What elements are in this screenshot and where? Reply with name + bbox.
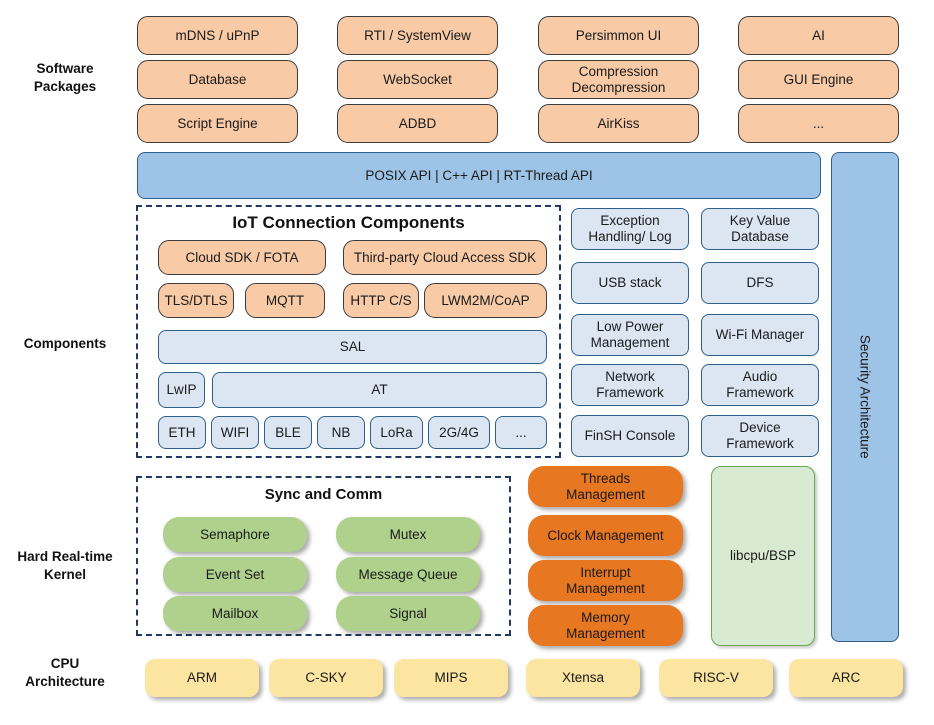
iot-mqtt[interactable]: MQTT — [245, 283, 325, 318]
kernel-mutex[interactable]: Mutex — [336, 517, 480, 552]
package-ai[interactable]: AI — [738, 16, 899, 55]
component-device-framework[interactable]: Device Framework — [701, 415, 819, 457]
package-rti-systemview[interactable]: RTI / SystemView — [337, 16, 498, 55]
iot-at[interactable]: AT — [212, 372, 547, 408]
api-bar[interactable]: POSIX API | C++ API | RT-Thread API — [137, 152, 821, 199]
iot-link-2g-4g[interactable]: 2G/4G — [428, 416, 490, 449]
iot-tls-dtls[interactable]: TLS/DTLS — [158, 283, 234, 318]
iot-link-eth[interactable]: ETH — [158, 416, 206, 449]
component-low-power-management[interactable]: Low Power Management — [571, 314, 689, 356]
kernel-signal[interactable]: Signal — [336, 596, 480, 631]
package-database[interactable]: Database — [137, 60, 298, 99]
component-audio-framework[interactable]: Audio Framework — [701, 364, 819, 406]
cpu-arch-risc-v[interactable]: RISC-V — [659, 659, 773, 697]
security-architecture-bar[interactable]: Security Architecture — [831, 152, 899, 642]
package-script-engine[interactable]: Script Engine — [137, 104, 298, 143]
package-gui-engine[interactable]: GUI Engine — [738, 60, 899, 99]
kernel-threads-management[interactable]: Threads Management — [528, 466, 683, 507]
iot-third-party-cloud-access-sdk[interactable]: Third-party Cloud Access SDK — [343, 240, 547, 275]
cpu-arch-c-sky[interactable]: C-SKY — [269, 659, 383, 697]
iot-http-cs[interactable]: HTTP C/S — [343, 283, 419, 318]
iot-link-lora[interactable]: LoRa — [370, 416, 423, 449]
component-exception-handling-log[interactable]: Exception Handling/ Log — [571, 208, 689, 250]
package-adbd[interactable]: ADBD — [337, 104, 498, 143]
component-network-framework[interactable]: Network Framework — [571, 364, 689, 406]
iot-link-nb[interactable]: NB — [317, 416, 365, 449]
iot-lwip[interactable]: LwIP — [158, 372, 205, 408]
component-dfs[interactable]: DFS — [701, 262, 819, 304]
cpu-arch-xtensa[interactable]: Xtensa — [526, 659, 640, 697]
iot-connection-components-group — [136, 205, 561, 458]
libcpu-bsp[interactable]: libcpu/BSP — [711, 466, 815, 646]
iot-link-more[interactable]: ... — [495, 416, 547, 449]
component-usb-stack[interactable]: USB stack — [571, 262, 689, 304]
kernel-clock-management[interactable]: Clock Management — [528, 515, 683, 556]
iot-link-ble[interactable]: BLE — [264, 416, 312, 449]
package-persimmon-ui[interactable]: Persimmon UI — [538, 16, 699, 55]
cpu-arch-arc[interactable]: ARC — [789, 659, 903, 697]
package-mdns-upnp[interactable]: mDNS / uPnP — [137, 16, 298, 55]
package-websocket[interactable]: WebSocket — [337, 60, 498, 99]
row-label-components: Components — [23, 336, 107, 351]
package-airkiss[interactable]: AirKiss — [538, 104, 699, 143]
sync-and-comm-title: Sync and Comm — [264, 486, 383, 503]
component-key-value-database[interactable]: Key Value Database — [701, 208, 819, 250]
kernel-event-set[interactable]: Event Set — [163, 557, 307, 592]
iot-connection-components-title: IoT Connection Components — [232, 213, 465, 232]
iot-lwm2m-coap[interactable]: LWM2M/CoAP — [424, 283, 547, 318]
row-label-kernel: Hard Real-time Kernel — [17, 549, 113, 582]
kernel-interrupt-management[interactable]: Interrupt Management — [528, 560, 683, 601]
package-compression-decompression[interactable]: Compression Decompression — [538, 60, 699, 99]
sync-and-comm-group — [136, 476, 511, 636]
iot-cloud-sdk-fota[interactable]: Cloud SDK / FOTA — [158, 240, 326, 275]
component-wifi-manager[interactable]: Wi-Fi Manager — [701, 314, 819, 356]
kernel-memory-management[interactable]: Memory Management — [528, 605, 683, 646]
iot-sal[interactable]: SAL — [158, 330, 547, 364]
row-label-cpu-architecture: CPU Architecture — [25, 656, 105, 689]
package-more[interactable]: ... — [738, 104, 899, 143]
iot-link-wifi[interactable]: WIFI — [211, 416, 259, 449]
cpu-arch-arm[interactable]: ARM — [145, 659, 259, 697]
kernel-mailbox[interactable]: Mailbox — [163, 596, 307, 631]
component-finsh-console[interactable]: FinSH Console — [571, 415, 689, 457]
security-architecture-label: Security Architecture — [857, 335, 873, 459]
row-label-software-packages: Software Packages — [33, 61, 97, 94]
cpu-arch-mips[interactable]: MIPS — [394, 659, 508, 697]
kernel-semaphore[interactable]: Semaphore — [163, 517, 307, 552]
kernel-message-queue[interactable]: Message Queue — [336, 557, 480, 592]
